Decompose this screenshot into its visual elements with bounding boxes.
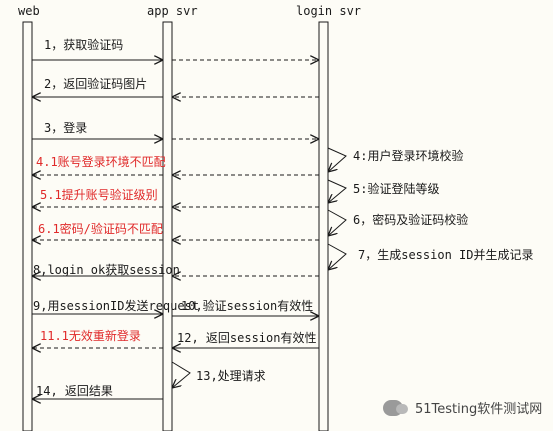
arrow-m5-self [328,179,347,203]
message-label-11-1: 11.1无效重新登录 [40,329,141,343]
participant-login-svr: login svr [296,4,362,18]
message-label-9: 9,用sessionID发送request [33,299,200,313]
message-label-13: 13,处理请求 [196,369,266,383]
message-label-3: 3，登录 [44,121,88,135]
participant-web: web [18,4,40,18]
message-label-6-1: 6.1密码/验证码不匹配 [38,222,163,236]
watermark: 51Testing软件测试网 [383,398,542,417]
web-lifeline [22,21,33,431]
app-svr-lifeline [162,21,173,431]
arrow-m7-self [328,243,347,270]
message-label-5-1: 5.1提升账号验证级别 [40,188,158,202]
message-label-1: 1，获取验证码 [44,38,124,52]
message-label-4: 4:用户登录环境校验 [353,149,464,163]
message-label-8: 8,login ok获取session [33,263,180,277]
arrow-m6-self [328,209,347,236]
arrow-m4-self [328,147,347,172]
login-svr-lifeline [318,21,329,431]
wechat-icon [383,399,408,416]
message-label-10: 10,验证session有效性 [181,299,314,313]
message-label-14: 14, 返回结果 [36,384,113,398]
message-label-4-1: 4.1账号登录环境不匹配 [36,155,166,169]
arrow-m13-self [172,361,191,388]
message-label-7: 7，生成session ID并生成记录 [358,248,534,262]
watermark-text: 51Testing软件测试网 [415,402,543,417]
message-label-5: 5:验证登陆等级 [353,182,440,196]
message-label-6: 6，密码及验证码校验 [353,213,469,227]
message-label-2: 2，返回验证码图片 [44,77,148,91]
message-label-12: 12, 返回session有效性 [177,331,317,345]
participant-app-svr: app svr [147,4,198,18]
